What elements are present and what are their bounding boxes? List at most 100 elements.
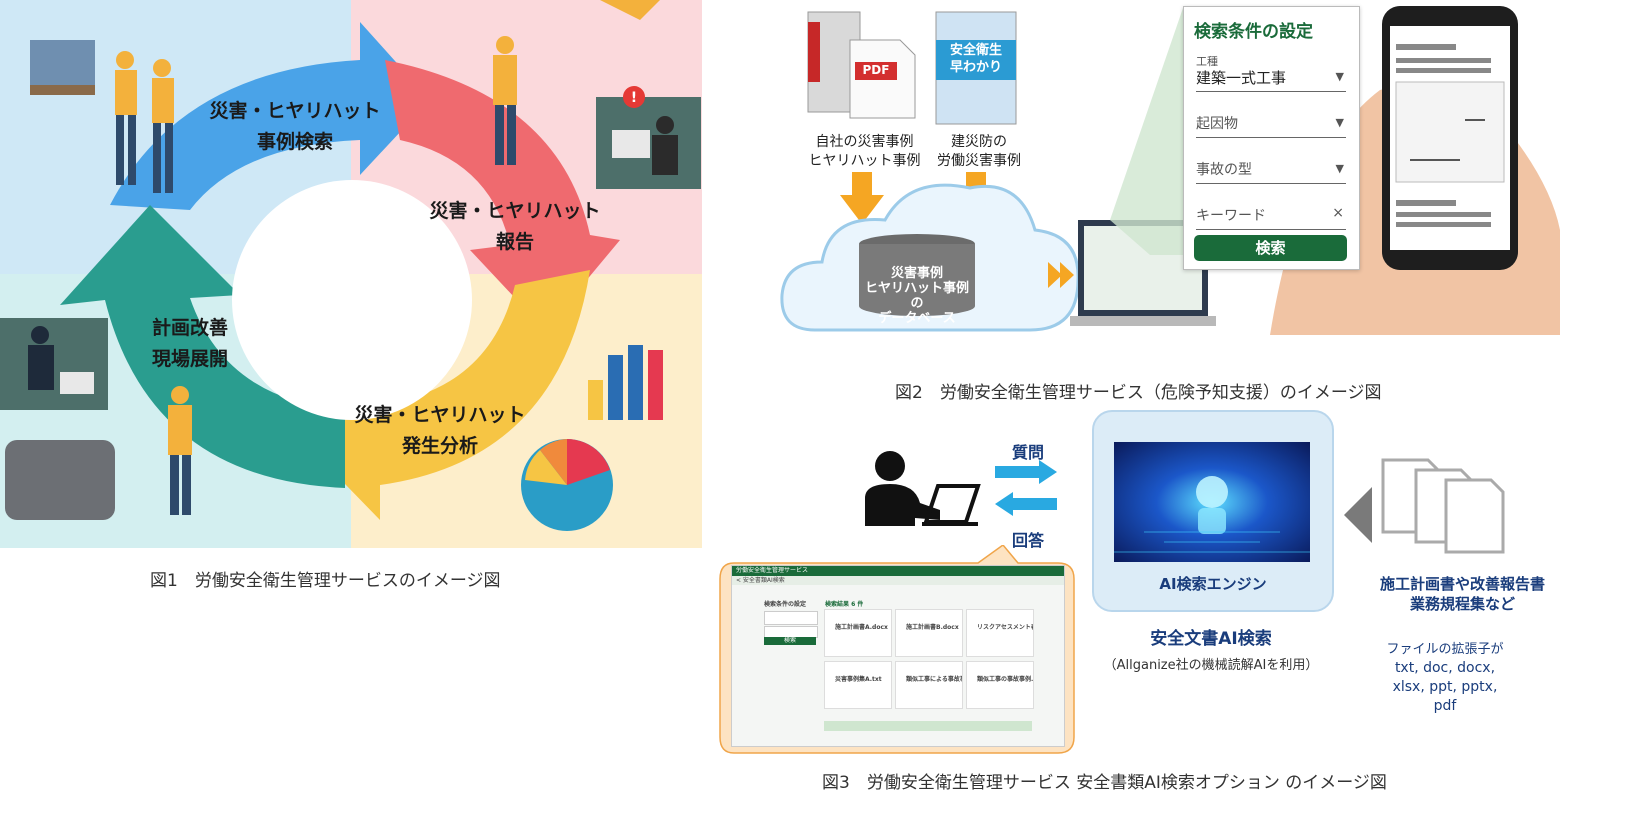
double-arrow-icon — [1048, 262, 1074, 288]
search-button[interactable]: 検索 — [1194, 235, 1347, 261]
robot-icon — [1196, 476, 1228, 508]
keyword-placeholder: キーワード — [1196, 208, 1266, 224]
right-arrow-icon — [995, 460, 1057, 484]
search-panel-title: 検索条件の設定 — [1194, 22, 1313, 42]
source1-label: 自社の災害事例 ヒヤリハット事例 — [802, 133, 927, 171]
keyword-input[interactable]: キーワード × — [1196, 205, 1346, 230]
arrow-improve — [60, 205, 345, 488]
ext-line1: ファイルの拡張子が — [1386, 642, 1504, 657]
arrow-search — [110, 22, 430, 210]
result-card[interactable]: 災害事例集A.txt — [824, 661, 892, 709]
safety-cycle-diagram: ! — [0, 0, 702, 548]
docs-line2: 業務規程集など — [1409, 595, 1515, 613]
db-line2: ヒヤリハット事例の — [864, 281, 969, 311]
product-name: 安全文書AI検索 — [1150, 629, 1272, 649]
step-search-line1: 災害・ヒヤリハット — [209, 100, 381, 122]
field3-select[interactable]: 事故の型 ▼ — [1196, 159, 1346, 184]
chevron-down-icon: ▼ — [1335, 162, 1344, 175]
source1-line2: ヒヤリハット事例 — [808, 153, 921, 169]
app-breadcrumb[interactable]: < 安全書類AI検索 — [732, 576, 1064, 585]
pagination-bar[interactable] — [824, 721, 1032, 731]
source2-line2: 労働災害事例 — [937, 153, 1021, 169]
condition-title: 検索条件の設定 — [764, 601, 807, 608]
documents-label: 施工計画書や改善報告書 業務規程集など — [1360, 574, 1565, 614]
chevron-down-icon: ▼ — [1335, 116, 1344, 129]
db-line3: データベース — [878, 311, 956, 326]
result-card[interactable]: 類似工事の事故事例.docx — [966, 661, 1034, 709]
condition-search-button[interactable]: 検索 — [764, 637, 816, 645]
app-header: 労働安全衛生管理サービス — [732, 566, 1064, 576]
app-screenshot: 労働安全衛生管理サービス < 安全書類AI検索 検索条件の設定 検索 検索結果 … — [731, 565, 1065, 747]
field1-value: 建築一式工事 — [1196, 69, 1287, 87]
pdf-label: PDF — [862, 63, 890, 77]
user-illustration — [865, 451, 981, 526]
step-analysis-line2: 発生分析 — [401, 435, 478, 457]
database-label: 災害事例 ヒヤリハット事例の データベース — [859, 266, 975, 326]
answer-label: 回答 — [1012, 531, 1045, 550]
user-icon — [875, 451, 905, 481]
book-title: 安全衛生 早わかり — [936, 42, 1016, 76]
field1-select[interactable]: 建築一式工事 ▼ — [1196, 67, 1346, 92]
source2-line1: 建災防の — [951, 134, 1007, 150]
fig2-caption: 図2 労働安全衛生管理サービス（危険予知支援）のイメージ図 — [895, 383, 1382, 403]
extensions-label: ファイルの拡張子が txt, doc, docx, xlsx, ppt, ppt… — [1360, 640, 1530, 716]
ext-line2: txt, doc, docx, — [1394, 660, 1496, 676]
db-line1: 災害事例 — [890, 266, 943, 281]
question-label: 質問 — [1012, 443, 1045, 462]
clear-icon[interactable]: × — [1332, 205, 1344, 221]
book-title-line1: 安全衛生 — [949, 43, 1002, 58]
field2-select[interactable]: 起因物 ▼ — [1196, 113, 1346, 138]
ai-engine-label: AI検索エンジン — [1159, 575, 1267, 593]
analysis-chart-illustration — [521, 345, 663, 531]
cycle-center — [232, 180, 472, 420]
result-card[interactable]: 施工計画書B.docx — [895, 609, 963, 657]
step-analysis-label: 災害・ヒヤリハット 発生分析 — [335, 400, 545, 462]
result-card[interactable]: 施工計画書A.docx — [824, 609, 892, 657]
result-file-name: リスクアセスメント表.xlsx — [977, 624, 1033, 631]
fig2-illustration — [780, 6, 1560, 336]
left-arrow-icon — [995, 492, 1057, 516]
step-report-line1: 災害・ヒヤリハット — [429, 200, 601, 222]
exchange-arrows — [995, 460, 1057, 516]
documents-illustration — [1381, 458, 1505, 554]
step-analysis-line1: 災害・ヒヤリハット — [354, 404, 526, 426]
svg-text:!: ! — [631, 90, 637, 106]
result-file-name: 類似工事による事故事例.txt — [906, 676, 962, 683]
condition-input[interactable] — [764, 611, 818, 625]
ext-line4: pdf — [1433, 698, 1457, 714]
figure-2: PDF 安全衛生 早わかり 自社の災害事例 ヒヤリハット事例 建災防の 労働災害… — [760, 0, 1560, 380]
reporter-illustration: ! — [493, 0, 701, 189]
result-file-name: 類似工事の事故事例.docx — [977, 676, 1033, 683]
step-search-line2: 事例検索 — [256, 131, 333, 153]
figure-1: ! 災害・ヒヤリハット 事 — [0, 0, 702, 548]
ai-engine-box: AI検索エンジン — [1092, 410, 1334, 612]
step-improve-line2: 現場展開 — [151, 348, 228, 370]
step-report-label: 災害・ヒヤリハット 報告 — [410, 196, 620, 258]
source1-line1: 自社の災害事例 — [815, 134, 914, 150]
arrow-report — [385, 60, 620, 330]
field3-placeholder: 事故の型 — [1196, 162, 1252, 178]
database-icon — [859, 244, 975, 306]
left-triangle-icon — [1344, 487, 1372, 543]
search-condition-panel: 検索条件の設定 工種 建築一式工事 ▼ 起因物 ▼ 事故の型 ▼ キーワード ×… — [1183, 6, 1360, 270]
document-icon — [1444, 478, 1505, 554]
input-arrow — [1344, 487, 1372, 543]
workers-illustration — [30, 40, 174, 193]
ai-robot-image — [1114, 442, 1310, 562]
chevron-down-icon: ▼ — [1335, 70, 1344, 83]
field1-label: 工種 — [1196, 55, 1218, 68]
planner-illustration — [0, 318, 192, 520]
arrow-analysis — [310, 270, 590, 520]
down-arrow-icon — [840, 172, 884, 224]
step-search-label: 災害・ヒヤリハット 事例検索 — [195, 96, 395, 158]
step-improve-label: 計画改善 現場展開 — [125, 313, 255, 375]
result-file-name: 施工計画書A.docx — [835, 624, 888, 631]
result-card[interactable]: リスクアセスメント表.xlsx — [966, 609, 1034, 657]
step-improve-line1: 計画改善 — [151, 317, 228, 339]
step-report-line2: 報告 — [495, 231, 534, 253]
fig3-caption: 図3 労働安全衛生管理サービス 安全書類AI検索オプション のイメージ図 — [822, 773, 1387, 793]
book-title-line2: 早わかり — [949, 60, 1002, 75]
ext-line3: xlsx, ppt, pptx, — [1392, 679, 1498, 695]
result-card[interactable]: 類似工事による事故事例.txt — [895, 661, 963, 709]
results-title: 検索結果 6 件 — [825, 601, 864, 608]
